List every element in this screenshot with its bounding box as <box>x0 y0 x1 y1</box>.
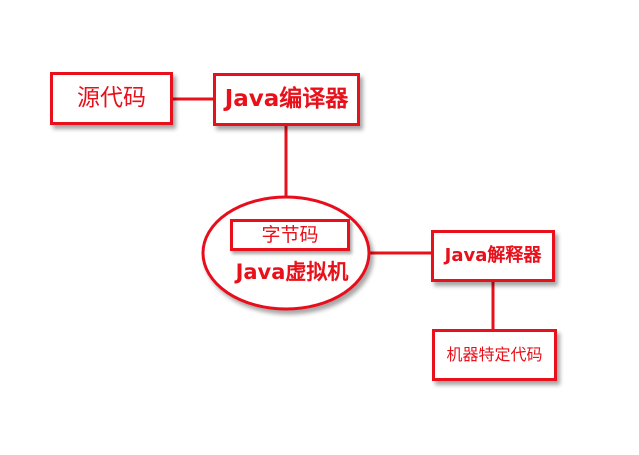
machine-code-node: 机器特定代码 <box>432 329 557 381</box>
bytecode-node: 字节码 <box>230 219 350 251</box>
jvm-ellipse <box>201 195 371 311</box>
machine-code-label: 机器特定代码 <box>446 345 543 364</box>
java-compiler-node: Java编译器 <box>213 73 360 126</box>
java-compiler-label: Java编译器 <box>224 86 349 112</box>
source-code-label: 源代码 <box>77 85 146 111</box>
bytecode-label: 字节码 <box>261 223 319 246</box>
java-interpreter-node: Java解释器 <box>431 230 555 282</box>
source-code-node: 源代码 <box>50 72 173 125</box>
java-interpreter-label: Java解释器 <box>444 245 542 266</box>
jvm-label: Java虚拟机 <box>235 260 349 284</box>
